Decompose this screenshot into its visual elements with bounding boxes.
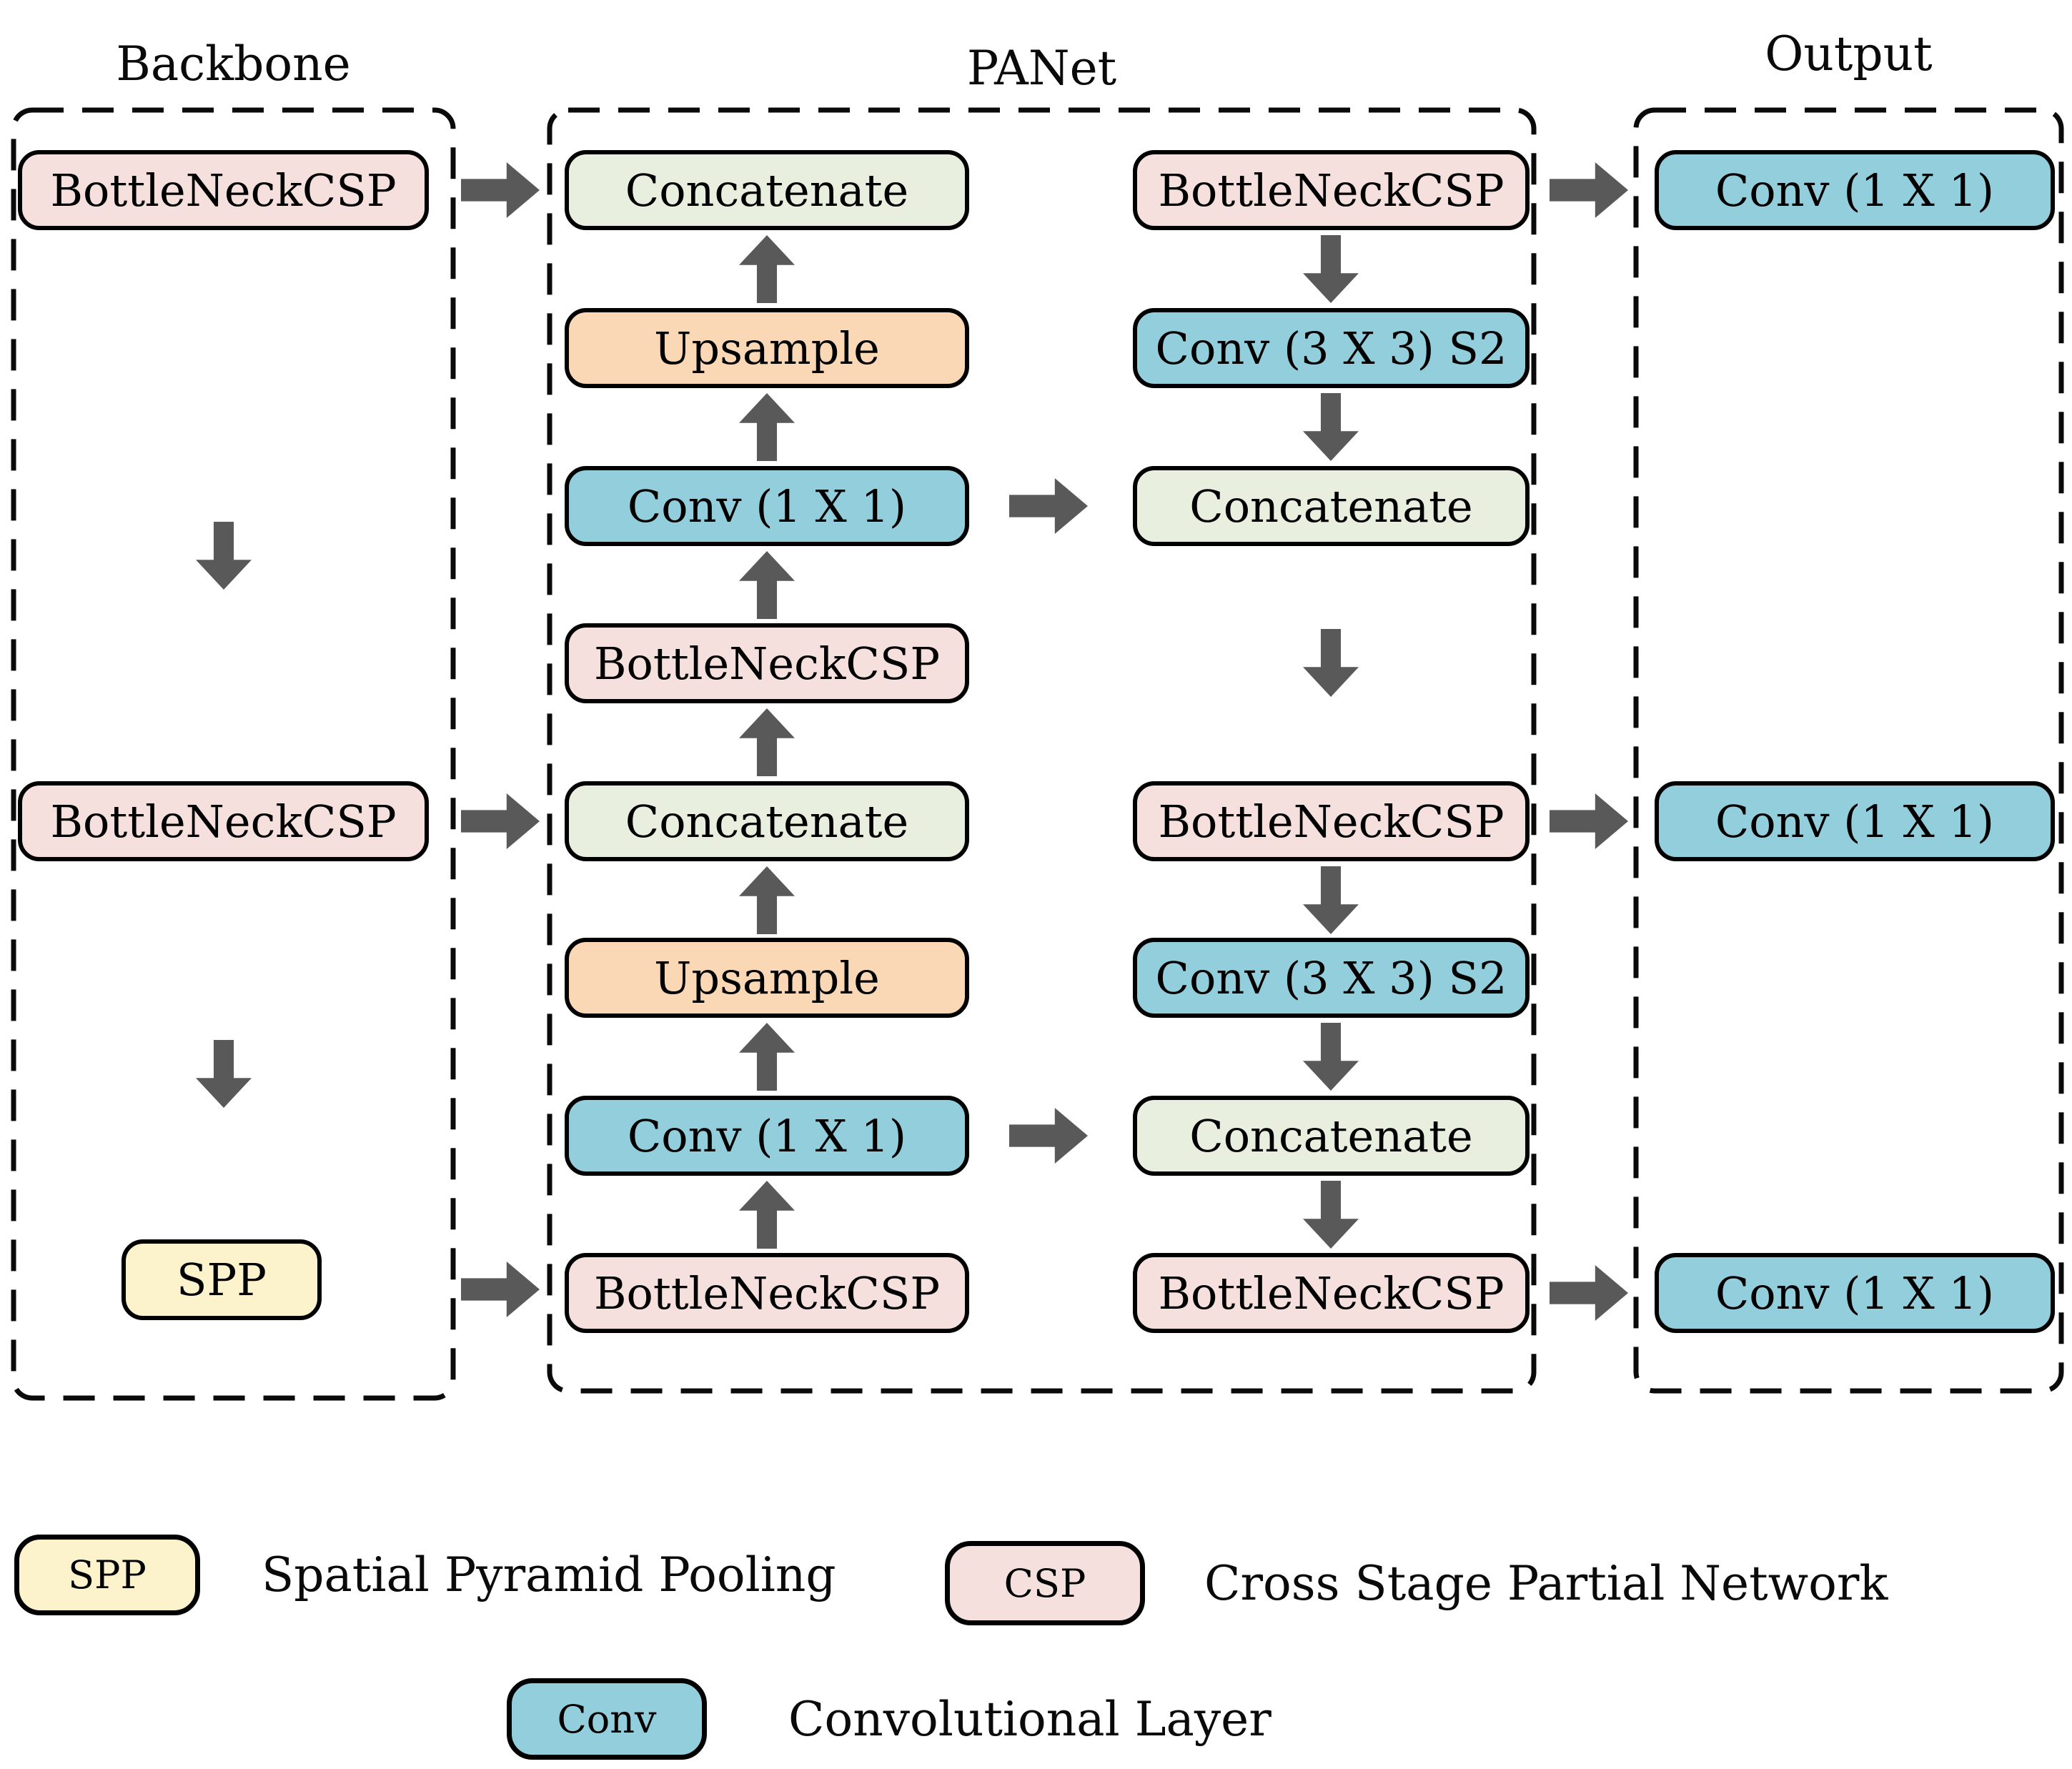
- legend-csp-badge: CSP: [945, 1541, 1145, 1625]
- node-panet-right-concatenate-1: Concatenate: [1133, 466, 1530, 546]
- node-panet-left-bottleneckcsp-1: BottleNeckCSP: [565, 623, 969, 703]
- node-output-conv1x1-3: Conv (1 X 1): [1655, 1253, 2055, 1333]
- legend-spp-label: Spatial Pyramid Pooling: [262, 1547, 836, 1602]
- node-panet-right-bottleneckcsp-1: BottleNeckCSP: [1133, 150, 1530, 230]
- arrow-right-icon: [1550, 1265, 1628, 1321]
- node-backbone-spp: SPP: [122, 1239, 322, 1320]
- backbone-section-box: [11, 107, 456, 1401]
- legend-conv-badge: Conv: [507, 1678, 707, 1760]
- node-panet-right-conv3x3s2-2: Conv (3 X 3) S2: [1133, 938, 1530, 1018]
- node-panet-left-conv1x1-2: Conv (1 X 1): [565, 1096, 969, 1176]
- backbone-section-title: Backbone: [116, 36, 351, 91]
- arrow-right-icon: [461, 793, 540, 849]
- legend-conv-label: Convolutional Layer: [788, 1691, 1272, 1747]
- legend-csp-label: Cross Stage Partial Network: [1204, 1555, 1888, 1611]
- node-panet-left-concatenate-1: Concatenate: [565, 150, 969, 230]
- arrow-right-icon: [1550, 793, 1628, 849]
- node-output-conv1x1-2: Conv (1 X 1): [1655, 781, 2055, 861]
- node-backbone-bottleneckcsp-middle: BottleNeckCSP: [18, 781, 429, 861]
- panet-section-title: PANet: [966, 41, 1117, 96]
- output-section-title: Output: [1765, 26, 1933, 81]
- node-panet-left-conv1x1-1: Conv (1 X 1): [565, 466, 969, 546]
- node-panet-right-bottleneckcsp-3: BottleNeckCSP: [1133, 1253, 1530, 1333]
- panet-section-box: [547, 107, 1537, 1394]
- arrow-right-icon: [1550, 162, 1628, 218]
- node-panet-left-upsample-2: Upsample: [565, 938, 969, 1018]
- legend-spp-badge: SPP: [14, 1535, 200, 1615]
- node-panet-left-upsample-1: Upsample: [565, 308, 969, 388]
- node-panet-right-bottleneckcsp-2: BottleNeckCSP: [1133, 781, 1530, 861]
- node-panet-right-conv3x3s2-1: Conv (3 X 3) S2: [1133, 308, 1530, 388]
- node-panet-left-bottleneckcsp-2: BottleNeckCSP: [565, 1253, 969, 1333]
- arrow-right-icon: [461, 1262, 540, 1317]
- output-section-box: [1633, 107, 2064, 1394]
- arrow-right-icon: [461, 162, 540, 218]
- node-panet-left-concatenate-2: Concatenate: [565, 781, 969, 861]
- node-backbone-bottleneckcsp-top: BottleNeckCSP: [18, 150, 429, 230]
- node-panet-right-concatenate-2: Concatenate: [1133, 1096, 1530, 1176]
- node-output-conv1x1-1: Conv (1 X 1): [1655, 150, 2055, 230]
